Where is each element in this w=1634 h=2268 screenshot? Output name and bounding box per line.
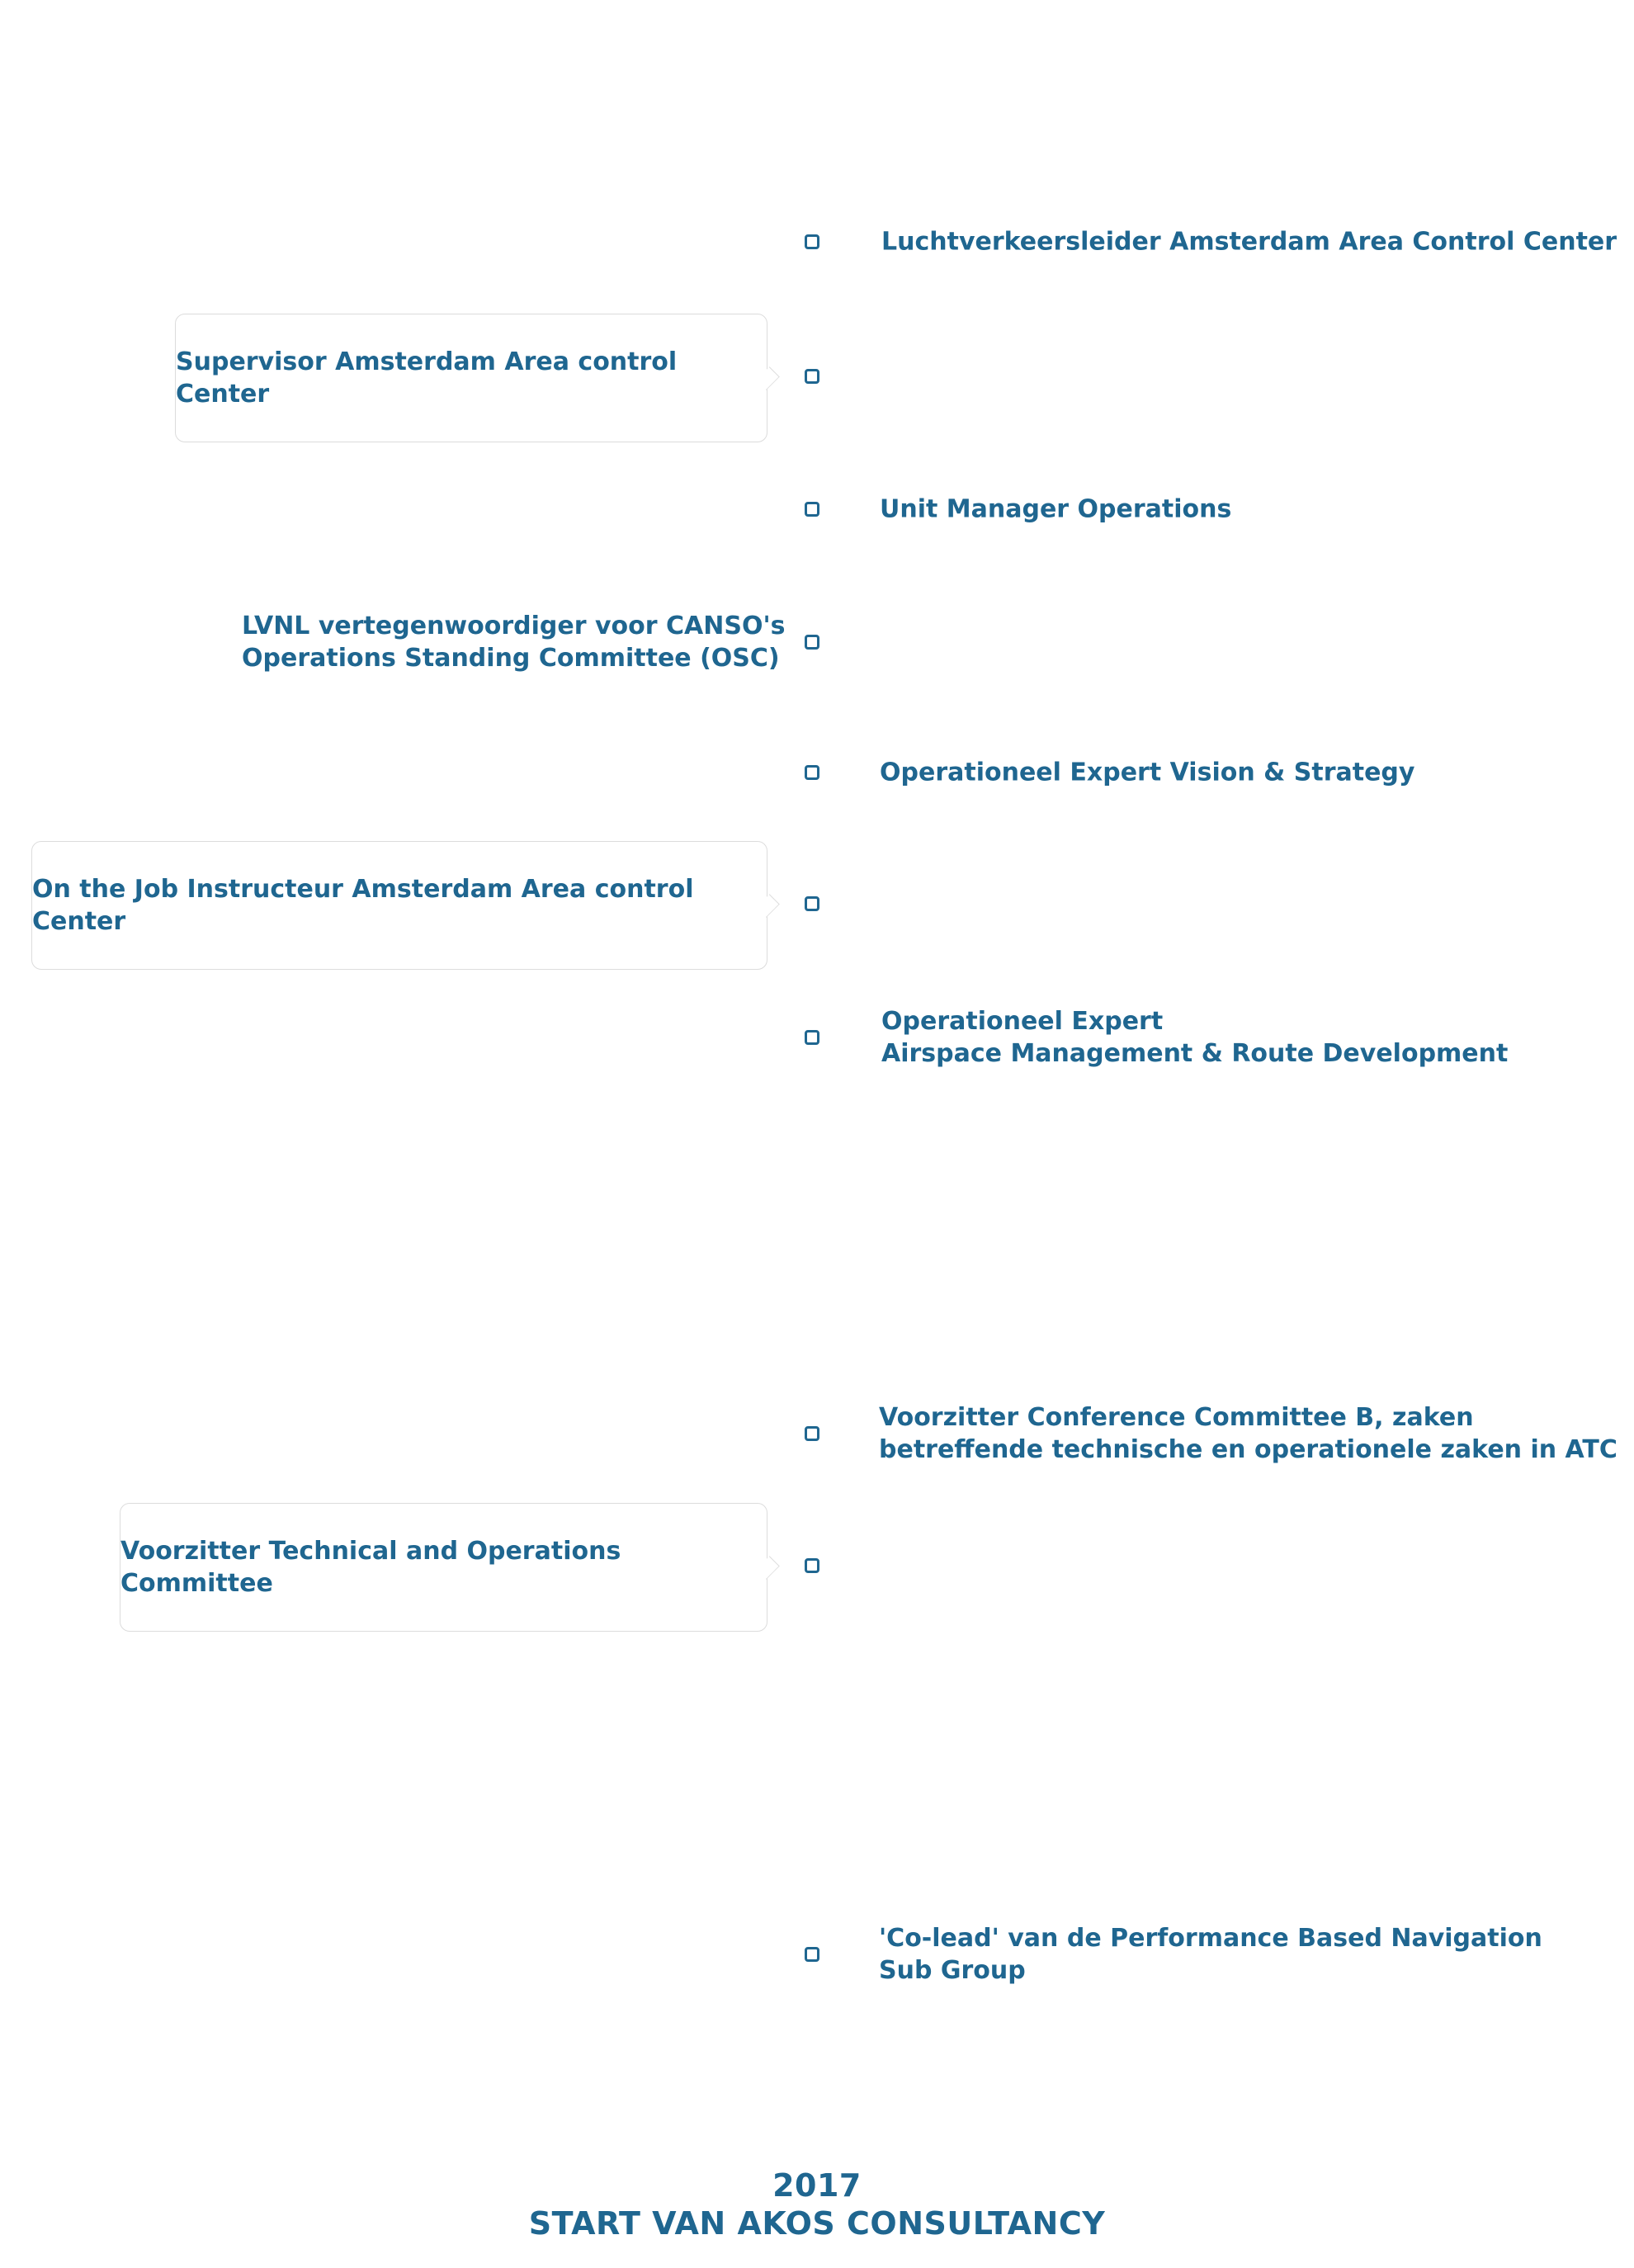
timeline-callout-box: On the Job Instructeur Amsterdam Area co…	[31, 841, 767, 970]
timeline-entry-label: 'Co-lead' van de Performance Based Navig…	[879, 1924, 1542, 1985]
timeline-footer: 2017 START VAN AKOS CONSULTANCY	[0, 2166, 1634, 2242]
timeline-entry: Operationeel Expert Airspace Management …	[0, 1007, 1634, 1068]
timeline-entry-label: Voorzitter Conference Committee B, zaken…	[879, 1403, 1617, 1464]
timeline-marker-icon	[805, 1947, 819, 1962]
timeline-marker-icon	[805, 896, 819, 911]
footer-title: START VAN AKOS CONSULTANCY	[528, 2205, 1106, 2242]
timeline-entry: Unit Manager Operations	[0, 495, 1634, 524]
timeline-entry-label: Luchtverkeersleider Amsterdam Area Contr…	[881, 227, 1617, 257]
timeline-marker-icon	[805, 635, 819, 650]
footer-year: 2017	[772, 2167, 862, 2204]
timeline-entry-label: Unit Manager Operations	[880, 494, 1232, 524]
timeline-entry-label: LVNL vertegenwoordiger voor CANSO's Oper…	[242, 612, 786, 673]
timeline-marker-icon	[805, 765, 819, 780]
timeline-callout-box: Supervisor Amsterdam Area control Center	[175, 314, 767, 442]
timeline-callout-box: Voorzitter Technical and Operations Comm…	[120, 1503, 767, 1632]
timeline-entry-label: Voorzitter Technical and Operations Comm…	[120, 1537, 621, 1598]
timeline-entry-label: Operationeel Expert Airspace Management …	[881, 1007, 1509, 1068]
timeline-entry-label: On the Job Instructeur Amsterdam Area co…	[32, 875, 694, 936]
timeline-entry: 'Co-lead' van de Performance Based Navig…	[0, 1924, 1634, 1985]
timeline-entry: Luchtverkeersleider Amsterdam Area Contr…	[0, 228, 1634, 257]
timeline-marker-icon	[805, 502, 819, 517]
timeline-marker-icon	[805, 1558, 819, 1573]
timeline-marker-icon	[805, 369, 819, 384]
timeline-marker-icon	[805, 1030, 819, 1045]
timeline-entry: LVNL vertegenwoordiger voor CANSO's Oper…	[0, 612, 1634, 673]
timeline-entry: Supervisor Amsterdam Area control Center	[0, 314, 1634, 442]
timeline-marker-icon	[805, 1426, 819, 1441]
timeline-marker-icon	[805, 234, 819, 249]
timeline-entry: On the Job Instructeur Amsterdam Area co…	[0, 841, 1634, 970]
timeline-entry-label: Operationeel Expert Vision & Strategy	[880, 758, 1415, 787]
timeline-entry-label: Supervisor Amsterdam Area control Center	[176, 347, 678, 409]
